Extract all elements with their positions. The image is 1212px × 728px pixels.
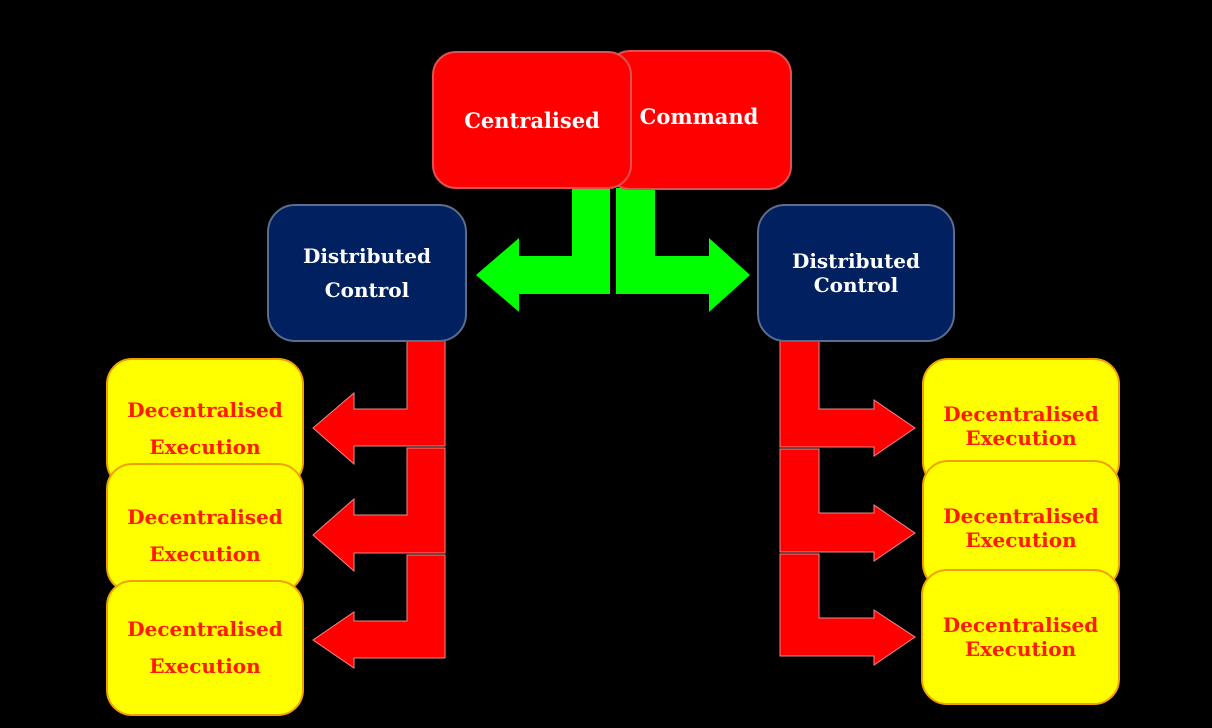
execution-right-1-line2: Execution (965, 426, 1077, 450)
execution-right-2-line2: Execution (965, 528, 1077, 552)
execution-box-right-2: Decentralised Execution (922, 460, 1120, 590)
execution-left-3-line2: Execution (149, 654, 261, 678)
execution-box-right-3: Decentralised Execution (921, 569, 1120, 705)
red-arrow-left-3 (312, 554, 446, 669)
red-arrow-right-1 (779, 339, 916, 457)
execution-left-1-line2: Execution (149, 435, 261, 459)
green-arrow-right (616, 188, 750, 312)
red-arrow-left-2 (312, 447, 446, 573)
execution-right-3-line1: Decentralised (942, 613, 1099, 637)
execution-left-2-line2: Execution (149, 542, 261, 566)
control-box-right: Distributed Control (757, 204, 955, 342)
execution-right-1-line1: Decentralised (943, 402, 1099, 426)
execution-left-2-line1: Decentralised (127, 505, 283, 529)
execution-left-1-line1: Decentralised (127, 398, 283, 422)
execution-left-3-line1: Decentralised (127, 617, 283, 641)
red-arrow-left-1 (312, 339, 446, 466)
control-right-line2: Control (813, 273, 899, 297)
red-arrow-right-2 (779, 448, 916, 562)
command-box-right: Command (606, 50, 792, 190)
control-box-left: Distributed Control (267, 204, 467, 342)
control-right-line1: Distributed (791, 249, 921, 273)
execution-right-3-line2: Execution (964, 637, 1077, 661)
control-left-line1: Distributed (302, 244, 432, 268)
red-arrow-right-3 (779, 553, 916, 666)
control-left-line2: Control (324, 278, 410, 302)
centralised-label: Centralised (464, 107, 600, 133)
command-box-left: Centralised (432, 51, 632, 189)
green-arrow-left (476, 188, 610, 312)
command-label: Command (639, 104, 759, 129)
execution-box-left-3: Decentralised Execution (106, 580, 304, 716)
execution-right-2-line1: Decentralised (943, 504, 1099, 528)
execution-box-left-2: Decentralised Execution (106, 463, 304, 593)
